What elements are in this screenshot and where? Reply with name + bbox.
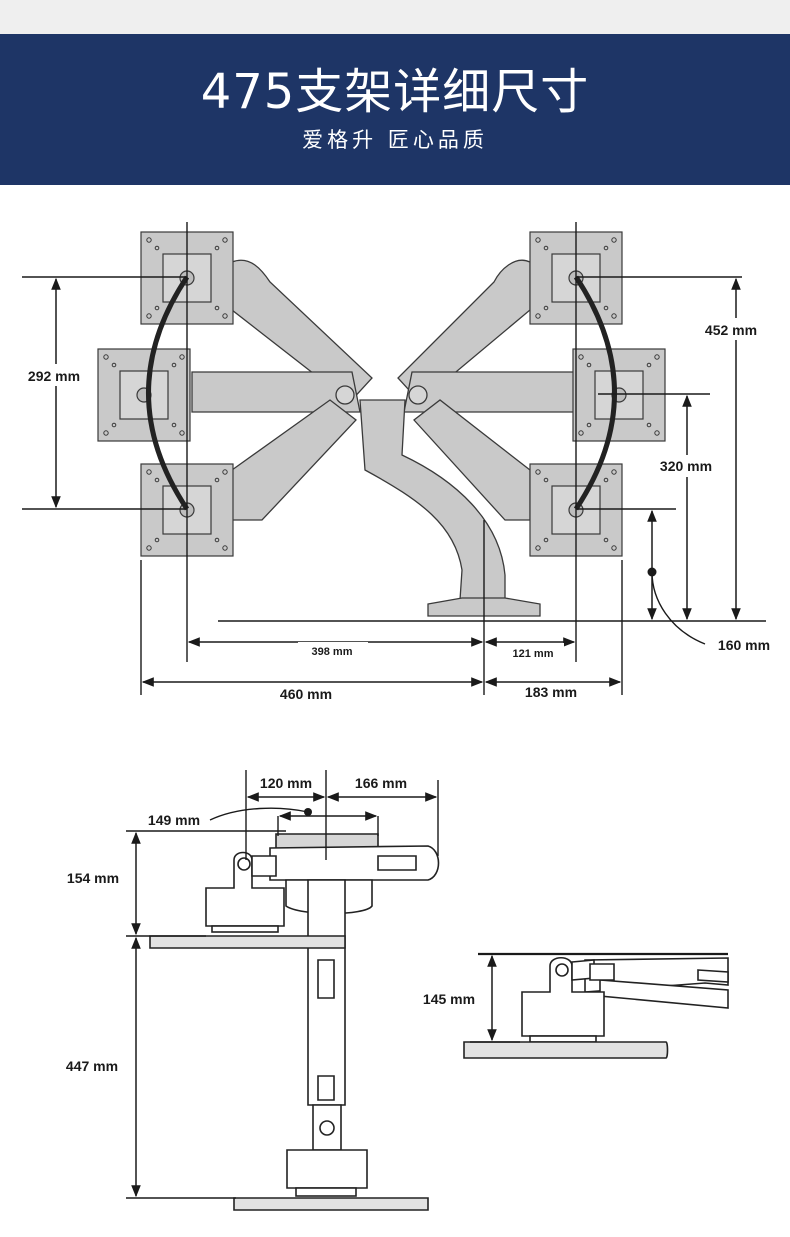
title-banner — [0, 34, 790, 185]
page-subtitle: 爱格升 匠心品质 — [302, 128, 488, 152]
right-tilt-arc — [573, 275, 617, 511]
dim-460-label: 460 mm — [280, 686, 332, 702]
page-title: 475支架详细尺寸 — [200, 64, 590, 120]
dim-120-label: 120 mm — [260, 775, 312, 791]
dim-166-label: 166 mm — [355, 775, 407, 791]
dim-149-label: 149 mm — [148, 812, 200, 828]
dim-452-label: 452 mm — [705, 322, 757, 338]
dim-292-label: 292 mm — [28, 368, 80, 384]
left-arm — [191, 259, 373, 521]
dim-183-label: 183 mm — [525, 684, 577, 700]
dim-121-label: 121 mm — [513, 648, 554, 660]
left-tilt-arc — [146, 275, 190, 511]
detail-view: 145 mm — [414, 952, 729, 1059]
side-view: 120 mm 166 mm 149 mm 154 mm 447 mm — [54, 770, 440, 1211]
vesa-plate-right-mid — [572, 348, 666, 442]
dim-160-label: 160 mm — [718, 637, 770, 653]
vesa-plate-left-mid — [97, 348, 191, 442]
dim-154-label: 154 mm — [67, 870, 119, 886]
dim-447-label: 447 mm — [66, 1058, 118, 1074]
dim-320-label: 320 mm — [660, 458, 712, 474]
dim-398-label: 398 mm — [312, 646, 353, 658]
right-arm — [397, 259, 575, 521]
top-strip — [0, 0, 790, 34]
front-view: 292 mm 452 mm 320 mm 160 mm 398 mm 121 m… — [20, 222, 770, 705]
dim-145-label: 145 mm — [423, 991, 475, 1007]
